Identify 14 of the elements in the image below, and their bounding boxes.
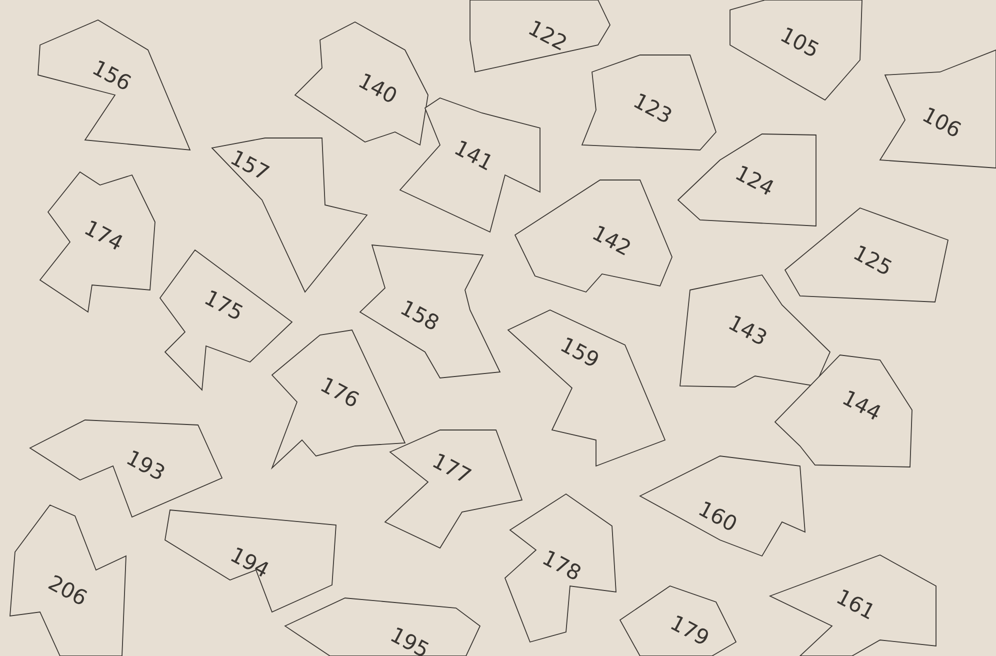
puzzle-piece: 106 bbox=[879, 49, 996, 168]
puzzle-piece: 176 bbox=[270, 330, 406, 470]
puzzle-piece: 178 bbox=[504, 493, 616, 643]
puzzle-piece: 123 bbox=[581, 54, 717, 150]
puzzle-piece: 174 bbox=[39, 171, 156, 313]
puzzle-piece: 177 bbox=[384, 430, 523, 549]
puzzle-piece: 143 bbox=[680, 274, 831, 388]
puzzle-piece: 122 bbox=[470, 0, 611, 73]
puzzle-piece: 141 bbox=[399, 98, 540, 233]
puzzle-piece: 156 bbox=[38, 20, 191, 151]
puzzle-piece: 206 bbox=[10, 504, 126, 656]
puzzle-piece: 105 bbox=[730, 0, 862, 101]
puzzle-piece: 194 bbox=[164, 510, 336, 613]
puzzle-piece: 140 bbox=[294, 21, 428, 146]
